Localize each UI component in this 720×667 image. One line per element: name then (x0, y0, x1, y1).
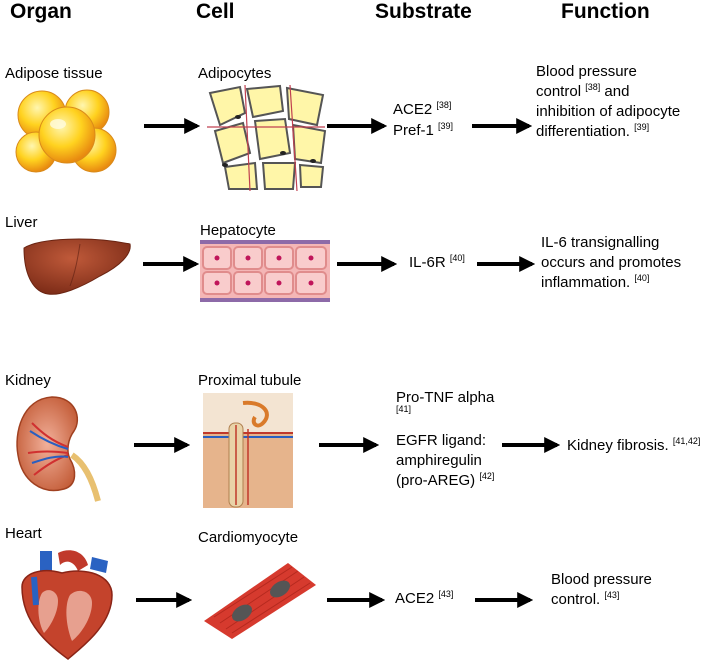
header-substrate: Substrate (375, 0, 472, 23)
cell-label-proximal-tubule: Proximal tubule (198, 372, 302, 389)
arrow-kidney-cell-to-substrate (319, 437, 380, 453)
ref-39: [39] (438, 121, 454, 131)
ref-40: [40] (449, 253, 465, 263)
substrate-ace2-adipose: ACE2 [38] (393, 100, 452, 119)
arrow-liver-cell-to-substrate (337, 256, 398, 272)
substrate-pref1: Pref-1 [39] (393, 121, 454, 140)
ref-41: [41] (396, 404, 412, 414)
header-cell: Cell (196, 0, 235, 23)
arrow-heart-cell-to-substrate (327, 592, 386, 608)
adipose-tissue-illustration (15, 89, 117, 173)
arrow-liver-organ-to-cell (143, 256, 200, 272)
substrate-ace2-heart: ACE2 [43] (395, 589, 454, 608)
organ-label-liver: Liver (5, 214, 38, 231)
ref-43: [43] (438, 589, 454, 599)
substrate-kidney: Pro-TNF alpha [41] EGFR ligand: amphireg… (396, 389, 495, 489)
substrate-il6r: IL-6R [40] (409, 253, 465, 272)
adipocytes-illustration (207, 84, 327, 192)
organ-label-adipose: Adipose tissue (5, 65, 103, 82)
arrow-adipose-organ-to-cell (144, 118, 201, 134)
arrow-adipose-cell-to-substrate (327, 118, 388, 134)
header-organ: Organ (10, 0, 72, 23)
function-liver: IL-6 transignalling occurs and promotes … (541, 234, 682, 291)
cell-label-adipocytes: Adipocytes (198, 65, 272, 82)
arrow-liver-substrate-to-function (477, 256, 536, 272)
header-function: Function (561, 0, 650, 23)
organ-label-heart: Heart (5, 525, 42, 542)
function-kidney: Kidney fibrosis. [41,42] (567, 436, 701, 455)
arrow-kidney-organ-to-cell (134, 437, 191, 453)
cell-label-hepatocyte: Hepatocyte (200, 222, 276, 239)
ref-38: [38] (436, 100, 452, 110)
organ-label-kidney: Kidney (5, 372, 51, 389)
cell-label-cardiomyocyte: Cardiomyocyte (198, 529, 299, 546)
kidney-illustration (16, 396, 101, 502)
arrow-kidney-substrate-to-function (502, 437, 561, 453)
function-heart: Blood pressure control. [43] (551, 571, 652, 608)
ref-42: [42] (479, 471, 495, 481)
cardiomyocyte-illustration (204, 563, 316, 639)
liver-illustration (23, 238, 131, 295)
heart-illustration (21, 550, 113, 660)
arrow-adipose-substrate-to-function (472, 118, 533, 134)
hepatocyte-illustration (200, 240, 330, 302)
arrow-heart-substrate-to-function (475, 592, 534, 608)
function-adipose: Blood pressure control [38] and inhibiti… (536, 63, 681, 140)
arrow-heart-organ-to-cell (136, 592, 193, 608)
proximal-tubule-illustration (203, 393, 293, 508)
